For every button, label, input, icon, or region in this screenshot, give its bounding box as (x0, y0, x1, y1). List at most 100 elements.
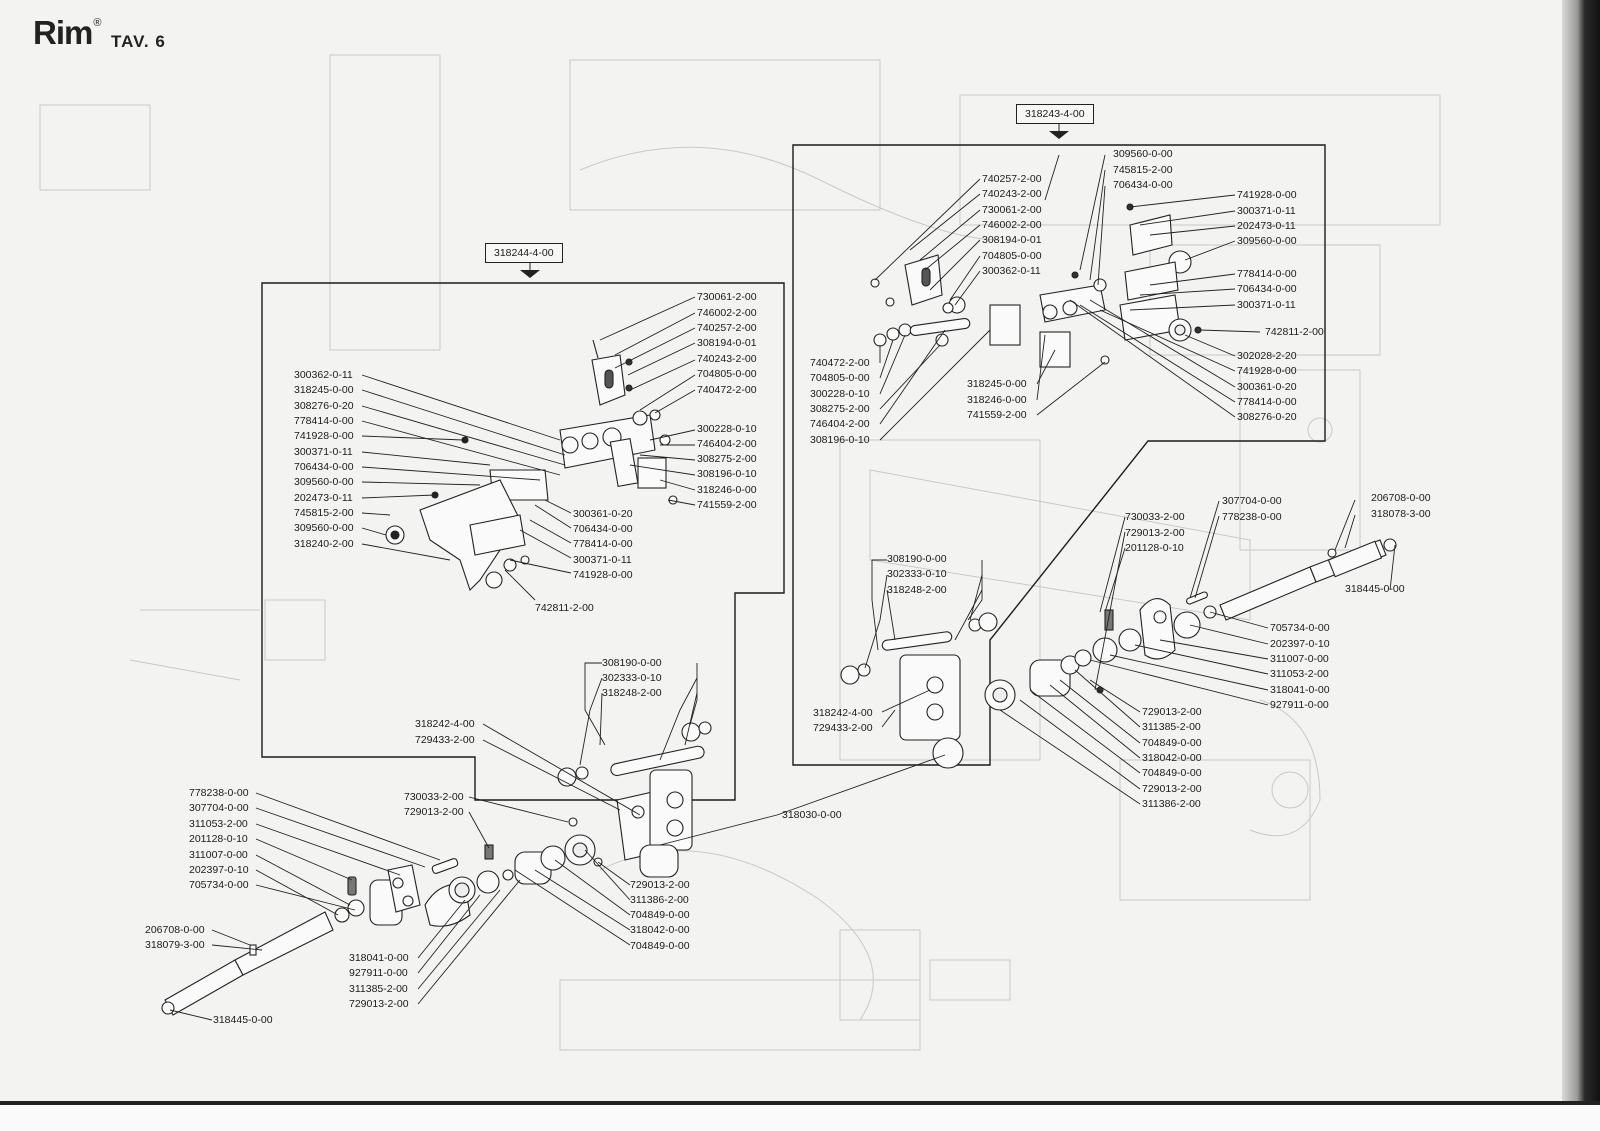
part-label: 318445-0-00 (213, 1014, 273, 1026)
part-label: 746404-2-00 (697, 438, 757, 450)
part-label: 202473-0-11 (1237, 220, 1296, 232)
part-label: 729013-2-00 (1125, 527, 1185, 539)
part-label: 311386-2-00 (630, 894, 689, 906)
part-label: 309560-0-00 (294, 522, 354, 534)
part-label: 740243-2-00 (697, 353, 757, 365)
part-label: 706434-0-00 (1237, 283, 1297, 295)
part-label: 745815-2-00 (294, 507, 354, 519)
part-label: 729433-2-00 (415, 734, 475, 746)
part-label: 746002-2-00 (982, 219, 1042, 231)
part-label: 729013-2-00 (349, 998, 409, 1010)
part-label: 300371-0-11 (294, 446, 353, 458)
part-label: 704849-0-00 (630, 940, 690, 952)
part-label: 706434-0-00 (1113, 179, 1173, 191)
part-label: 300362-0-11 (294, 369, 353, 381)
part-label: 302028-2-20 (1237, 350, 1297, 362)
part-label: 201128-0-10 (1125, 542, 1184, 554)
part-label: 300361-0-20 (1237, 381, 1297, 393)
part-label: 729433-2-00 (813, 722, 873, 734)
part-label: 311053-2-00 (189, 818, 248, 830)
part-label: 302333-0-10 (602, 672, 662, 684)
part-label: 309560-0-00 (294, 476, 354, 488)
part-label: 730033-2-00 (404, 791, 464, 803)
part-label: 729013-2-00 (630, 879, 690, 891)
part-label: 730061-2-00 (982, 204, 1042, 216)
part-label: 300371-0-11 (573, 554, 632, 566)
part-label: 308194-0-01 (982, 234, 1042, 246)
right-assembly-marker (1049, 131, 1069, 139)
table-number: TAV. 6 (111, 32, 166, 51)
part-label: 308276-0-20 (1237, 411, 1297, 423)
part-label: 927911-0-00 (349, 967, 408, 979)
part-label: 311386-2-00 (1142, 798, 1201, 810)
part-label: 730033-2-00 (1125, 511, 1185, 523)
part-label: 318242-4-00 (813, 707, 873, 719)
part-label: 308275-2-00 (810, 403, 870, 415)
part-label: 706434-0-00 (573, 523, 633, 535)
part-label: 705734-0-00 (189, 879, 249, 891)
part-label: 740257-2-00 (697, 322, 757, 334)
part-label: 318041-0-00 (349, 952, 409, 964)
part-label: 308194-0-01 (697, 337, 757, 349)
page-bottom-edge (0, 1101, 1600, 1131)
part-label: 202397-0-10 (1270, 638, 1330, 650)
part-label: 741928-0-00 (1237, 189, 1297, 201)
part-label: 308190-0-00 (887, 553, 947, 565)
part-label: 307704-0-00 (189, 802, 249, 814)
part-label: 778238-0-00 (189, 787, 249, 799)
part-label: 202473-0-11 (294, 492, 353, 504)
part-label: 729013-2-00 (404, 806, 464, 818)
part-label: 704805-0-00 (697, 368, 757, 380)
part-label: 300228-0-10 (810, 388, 870, 400)
part-label: 318246-0-00 (967, 394, 1027, 406)
assembly-outline-boxes (261, 144, 1326, 801)
part-label: 302333-0-10 (887, 568, 947, 580)
part-label: 318242-4-00 (415, 718, 475, 730)
part-label: 311053-2-00 (1270, 668, 1329, 680)
right-assembly-number: 318243-4-00 (1016, 104, 1094, 124)
part-label: 318240-2-00 (294, 538, 354, 550)
part-label: 318248-2-00 (887, 584, 947, 596)
part-label: 778238-0-00 (1222, 511, 1282, 523)
part-label: 704805-0-00 (982, 250, 1042, 262)
part-label: 318248-2-00 (602, 687, 662, 699)
part-label: 318078-3-00 (1371, 508, 1431, 520)
part-label: 300371-0-11 (1237, 299, 1296, 311)
part-label: 308276-0-20 (294, 400, 354, 412)
part-label: 740472-2-00 (810, 357, 870, 369)
left-assembly-parts (385, 339, 678, 592)
part-label: 308196-0-10 (697, 468, 757, 480)
part-label: 311385-2-00 (1142, 721, 1201, 733)
leader-lines (169, 154, 1396, 1021)
part-label: 318030-0-00 (782, 809, 842, 821)
part-label: 318246-0-00 (697, 484, 757, 496)
part-label: 741559-2-00 (697, 499, 757, 511)
right-assembly-parts (870, 203, 1202, 368)
part-label: 308190-0-00 (602, 657, 662, 669)
part-label: 308275-2-00 (697, 453, 757, 465)
part-label: 309560-0-00 (1113, 148, 1173, 160)
part-label: 740472-2-00 (697, 384, 757, 396)
part-label: 741559-2-00 (967, 409, 1027, 421)
registered-mark: ® (93, 17, 101, 29)
part-label: 740243-2-00 (982, 188, 1042, 200)
part-label: 704805-0-00 (810, 372, 870, 384)
part-label: 745815-2-00 (1113, 164, 1173, 176)
part-label: 746404-2-00 (810, 418, 870, 430)
part-label: 202397-0-10 (189, 864, 249, 876)
part-label: 300228-0-10 (697, 423, 757, 435)
part-label: 300371-0-11 (1237, 205, 1296, 217)
part-label: 778414-0-00 (1237, 396, 1297, 408)
part-label: 729013-2-00 (1142, 706, 1202, 718)
part-label: 318245-0-00 (294, 384, 354, 396)
left-assembly-marker (520, 270, 540, 278)
part-label: 729013-2-00 (1142, 783, 1202, 795)
part-label: 927911-0-00 (1270, 699, 1329, 711)
part-label: 742811-2-00 (535, 602, 594, 614)
part-label: 778414-0-00 (1237, 268, 1297, 280)
part-label: 741928-0-00 (294, 430, 354, 442)
part-label: 308196-0-10 (810, 434, 870, 446)
part-label: 778414-0-00 (294, 415, 354, 427)
